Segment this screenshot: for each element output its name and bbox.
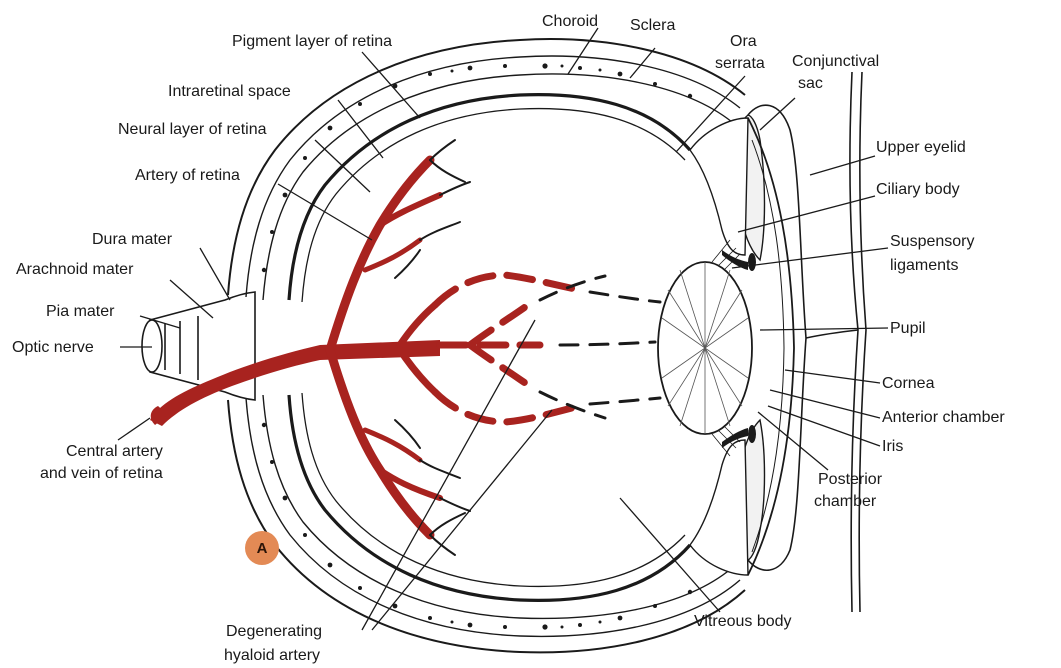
label-suspensory-line1: Suspensory — [890, 233, 975, 250]
label-anterior-chamber: Anterior chamber — [882, 409, 1005, 426]
label-conjunctival-line2: sac — [798, 75, 823, 92]
label-degenerating-line2: hyaloid artery — [224, 647, 320, 664]
hyaloid-tips — [540, 276, 660, 418]
label-posterior-line2: chamber — [814, 493, 877, 510]
lens — [658, 262, 752, 434]
label-ora-line1: Ora — [730, 33, 757, 50]
hyaloid-dashes — [435, 275, 580, 422]
label-conjunctival-line1: Conjunctival — [792, 53, 879, 70]
label-pia: Pia mater — [46, 303, 115, 320]
label-artery-retina: Artery of retina — [135, 167, 240, 184]
label-ciliary-body: Ciliary body — [876, 181, 960, 198]
figure-badge: A — [245, 531, 279, 565]
label-central-line1: Central artery — [66, 443, 163, 460]
label-pigment-layer: Pigment layer of retina — [232, 33, 392, 50]
label-iris: Iris — [882, 438, 903, 455]
label-degenerating-line1: Degenerating — [226, 623, 322, 640]
label-posterior-line1: Posterior — [818, 471, 883, 488]
badge-label: A — [257, 540, 268, 557]
label-vitreous: Vitreous body — [694, 613, 792, 630]
label-cornea: Cornea — [882, 375, 935, 392]
label-intraretinal: Intraretinal space — [168, 83, 291, 100]
label-arachnoid: Arachnoid mater — [16, 261, 134, 278]
label-choroid: Choroid — [542, 13, 598, 30]
label-suspensory-line2: ligaments — [890, 257, 958, 274]
label-neural-layer: Neural layer of retina — [118, 121, 267, 138]
label-ora-line2: serrata — [715, 55, 765, 72]
label-upper-eyelid: Upper eyelid — [876, 139, 966, 156]
label-optic-nerve: Optic nerve — [12, 339, 94, 356]
label-pupil: Pupil — [890, 320, 926, 337]
label-central-line2: and vein of retina — [40, 465, 163, 482]
label-sclera: Sclera — [630, 17, 675, 34]
label-dura: Dura mater — [92, 231, 173, 248]
